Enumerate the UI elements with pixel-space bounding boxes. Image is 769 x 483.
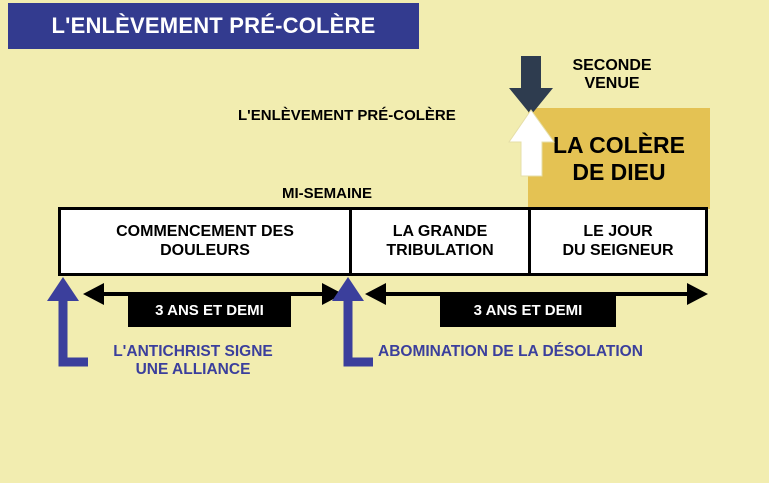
timeline-segment-label: LE JOUR DU SEIGNEUR xyxy=(562,222,674,259)
timeline-segment-great-tribulation: LA GRANDE TRIBULATION xyxy=(349,210,528,273)
timeline-segment-label: COMMENCEMENT DES DOULEURS xyxy=(116,222,294,259)
event-marker-arrow-abomination xyxy=(332,277,373,367)
second-coming-down-arrow-icon xyxy=(509,56,553,115)
midweek-label: MI-SEMAINE xyxy=(282,185,372,202)
event-marker-arrow-covenant xyxy=(47,277,88,367)
wrath-of-god-block: LA COLÈRE DE DIEU xyxy=(528,108,710,209)
duration-chip-second-half: 3 ANS ET DEMI xyxy=(440,294,616,327)
duration-chip-label: 3 ANS ET DEMI xyxy=(155,302,264,319)
duration-chip-label: 3 ANS ET DEMI xyxy=(473,302,583,319)
title-banner: L'ENLÈVEMENT PRÉ-COLÈRE xyxy=(8,3,419,49)
timeline-segment-day-of-the-lord: LE JOUR DU SEIGNEUR xyxy=(528,210,705,273)
wrath-of-god-label: LA COLÈRE DE DIEU xyxy=(552,132,686,185)
timeline-segment-label: LA GRANDE TRIBULATION xyxy=(386,222,494,259)
timeline-segment-beginning-of-sorrows: COMMENCEMENT DES DOULEURS xyxy=(61,210,349,273)
timeline-bar: COMMENCEMENT DES DOULEURS LA GRANDE TRIB… xyxy=(58,207,708,276)
event-label-abomination: ABOMINATION DE LA DÉSOLATION xyxy=(378,343,643,360)
pre-wrath-rapture-label: L'ENLÈVEMENT PRÉ-COLÈRE xyxy=(238,107,456,124)
second-coming-label: SECONDE VENUE xyxy=(572,57,652,92)
event-label-covenant: L'ANTICHRIST SIGNE UNE ALLIANCE xyxy=(113,343,273,379)
page-title: L'ENLÈVEMENT PRÉ-COLÈRE xyxy=(51,13,376,38)
duration-chip-first-half: 3 ANS ET DEMI xyxy=(128,294,291,327)
